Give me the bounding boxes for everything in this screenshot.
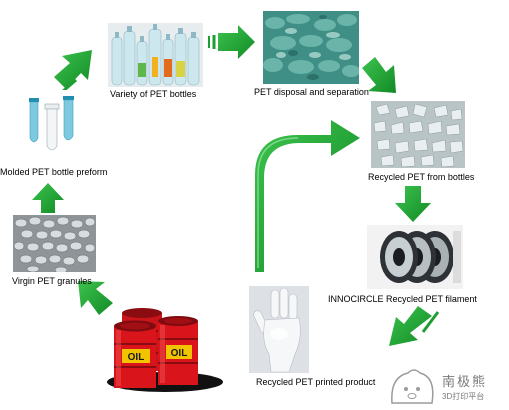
flakes-illustration — [371, 101, 465, 168]
caption-bottles: Variety of PET bottles — [110, 89, 197, 99]
recycled-flakes-photo — [371, 101, 465, 168]
watermark: 南极熊 3D打印平台 — [384, 363, 509, 410]
arrow-flakes-to-filament — [395, 186, 431, 222]
watermark-tagline: 3D打印平台 — [442, 392, 485, 401]
preform-photo — [23, 90, 85, 160]
arrow-product-to-flakes — [255, 120, 360, 272]
arrow-disposal-to-flakes — [362, 57, 396, 93]
caption-printed-product: Recycled PET printed product — [256, 377, 376, 387]
disposal-photo — [263, 11, 359, 84]
bear-logo-icon — [391, 369, 434, 404]
arrow-filament-to-product — [389, 306, 440, 346]
bottles-illustration — [108, 23, 203, 87]
granules-illustration — [13, 215, 96, 272]
preforms-illustration — [23, 90, 85, 160]
caption-disposal: PET disposal and separation — [254, 87, 369, 97]
caption-virgin-granules: Virgin PET granules — [12, 276, 92, 286]
arrow-bottles-to-disposal — [208, 25, 255, 59]
spools-illustration — [367, 225, 463, 289]
arrow-granules-to-preform — [32, 183, 64, 213]
printed-product-photo — [249, 286, 309, 373]
oil-label-left: OIL — [128, 352, 145, 363]
caption-recycled-flakes: Recycled PET from bottles — [368, 172, 475, 182]
oil-drum-right: OIL — [158, 316, 198, 385]
watermark-name: 南极熊 — [442, 374, 488, 389]
filament-photo — [367, 225, 463, 289]
crushed-bottles-illustration — [263, 11, 359, 84]
arrow-oil-to-granules — [78, 281, 113, 315]
virgin-granules-photo — [13, 215, 96, 272]
caption-filament: INNOCIRCLE Recycled PET filament — [328, 294, 477, 304]
oil-label-right: OIL — [171, 348, 188, 359]
caption-preform: Molded PET bottle preform — [0, 167, 108, 177]
bottles-photo — [108, 23, 203, 87]
oil-drum-front-left: OIL — [114, 320, 156, 388]
printed-hand-illustration — [249, 286, 309, 373]
